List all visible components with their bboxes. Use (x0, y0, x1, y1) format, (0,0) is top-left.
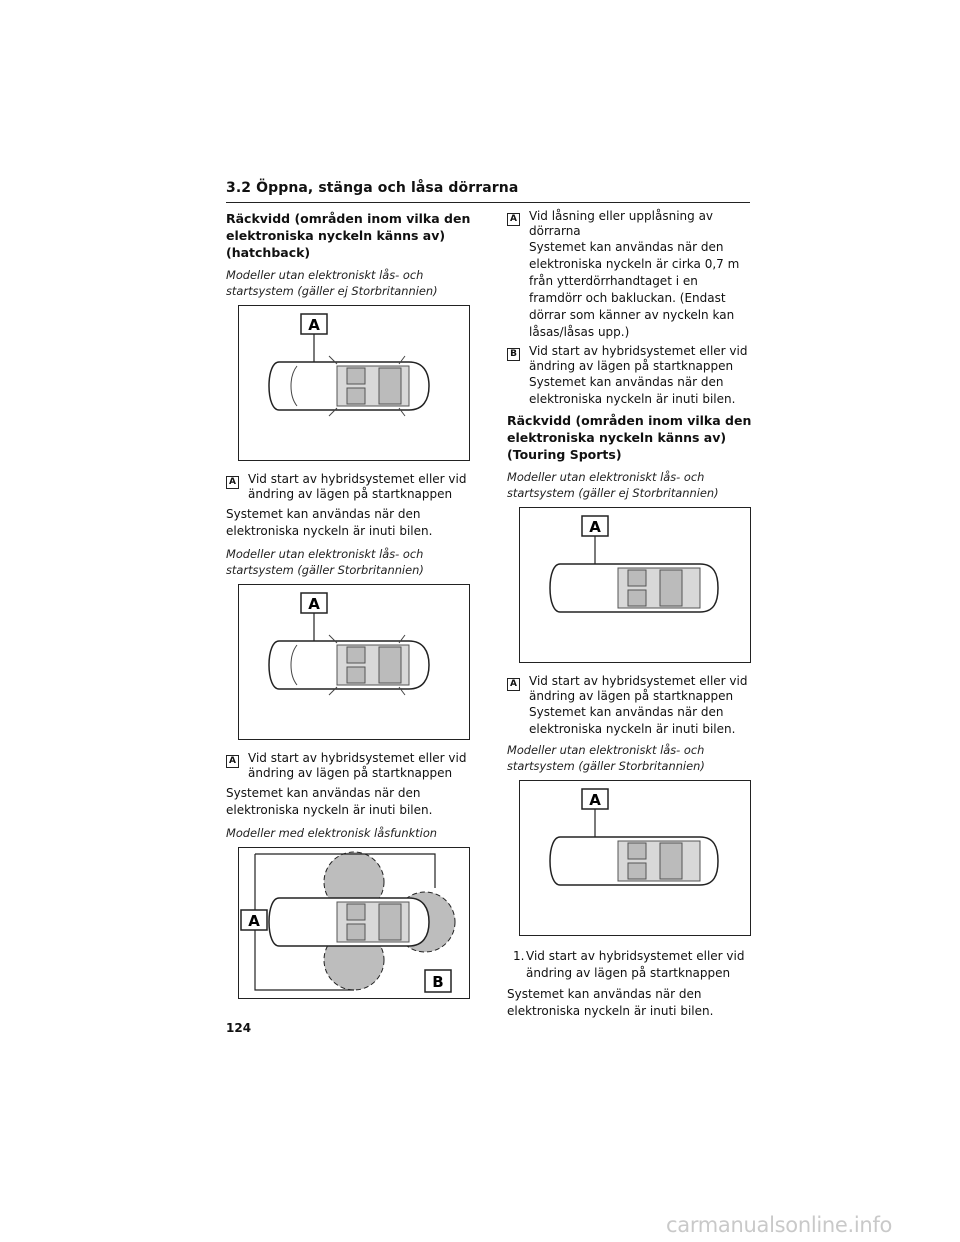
paragraph-key-inside-uk: Systemet kan användas när den elektronis… (226, 786, 433, 817)
paragraph-key-inside: Systemet kan användas när den elektronis… (226, 507, 433, 538)
figure-hatchback-uk: A (238, 584, 470, 740)
subheading-no-uk: Modeller utan elektroniskt lås- och star… (226, 268, 438, 298)
heading-touring-sports: Räckvidd (områden inom vilka den elektro… (507, 413, 752, 462)
figure-smart-entry: A B (238, 847, 470, 999)
paragraph-key-inside-ts-uk: Systemet kan användas när den elektronis… (507, 987, 714, 1018)
figure-ts-no-uk: A (519, 507, 751, 663)
item-a-lock: A Vid låsning eller upplåsning av dörrar… (507, 210, 753, 341)
badge-a: A (507, 213, 520, 226)
item-b-start: B Vid start av hybridsystemet eller vid … (507, 345, 753, 408)
item-a-start: A Vid start av hybridsystemet eller vid … (226, 473, 472, 502)
subheading-ts-no-uk: Modeller utan elektroniskt lås- och star… (507, 470, 719, 500)
figure-ts-uk: A (519, 780, 751, 936)
heading-hatchback: Räckvidd (områden inom vilka den elektro… (226, 211, 471, 260)
badge-a: A (507, 678, 520, 691)
label-a: A (248, 912, 260, 930)
item-a-start-ts: A Vid start av hybridsystemet eller vid … (507, 675, 753, 738)
section-title: 3.2 Öppna, stänga och låsa dörrarna (226, 180, 519, 196)
item-a-start-uk: A Vid start av hybridsystemet eller vid … (226, 752, 472, 781)
badge-b: B (507, 348, 520, 361)
page-number: 124 (226, 1021, 252, 1035)
label-b: B (432, 973, 443, 991)
label-a: A (308, 316, 320, 334)
left-column: Räckvidd (områden inom vilka den elektro… (226, 210, 472, 1011)
right-column: A Vid låsning eller upplåsning av dörrar… (507, 210, 753, 1026)
subheading-uk: Modeller utan elektroniskt lås- och star… (226, 547, 424, 577)
label-a: A (308, 595, 320, 613)
figure-hatchback-no-uk: A (238, 305, 470, 461)
subheading-smart-entry: Modeller med elektronisk låsfunktion (226, 826, 438, 840)
section-header: 3.2 Öppna, stänga och låsa dörrarna (226, 178, 750, 203)
watermark: carmanualsonline.info (666, 1213, 893, 1237)
subheading-ts-uk: Modeller utan elektroniskt lås- och star… (507, 743, 705, 773)
label-a: A (589, 791, 601, 809)
numbered-item-1: 1. Vid start av hybridsystemet eller vid… (513, 949, 745, 980)
badge-a: A (226, 755, 239, 768)
badge-a: A (226, 476, 239, 489)
label-a: A (589, 518, 601, 536)
